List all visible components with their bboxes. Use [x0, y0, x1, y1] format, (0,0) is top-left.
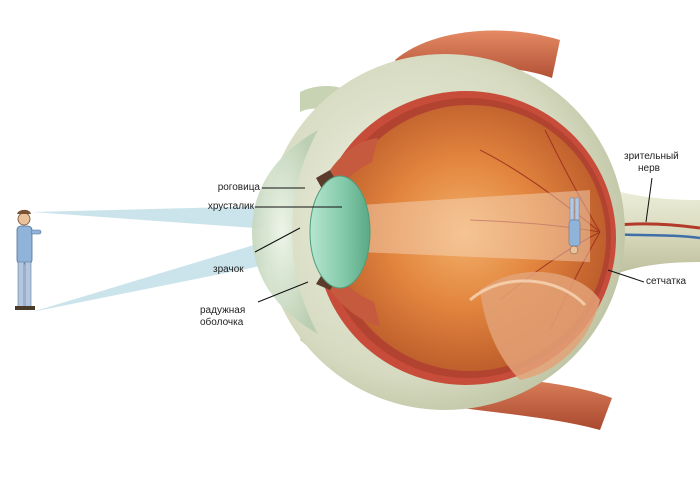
leader-retina [607, 269, 645, 283]
leader-optic-nerve [645, 177, 653, 223]
leader-lines [254, 177, 653, 303]
label-optic-nerve-line2: нерв [638, 163, 660, 174]
cutaway-edge [469, 279, 587, 307]
leader-pupil [254, 227, 301, 253]
leader-iris [257, 281, 309, 303]
label-optic-nerve-line1: зрительный [624, 151, 679, 162]
label-cornea: роговица [217, 182, 260, 193]
inverted-person-figure-icon [568, 197, 581, 255]
ciliary-body-lower [330, 276, 380, 326]
cutaway-wall [480, 271, 600, 380]
light-beam-upper [32, 205, 310, 232]
light-beam-inner [360, 190, 590, 262]
ciliary-body-upper [330, 138, 378, 188]
lens-shape [309, 175, 371, 289]
optic-nerve-shape [600, 186, 700, 280]
label-iris-line2: оболочка [200, 317, 244, 328]
cornea-shape [252, 130, 318, 334]
label-lens: хрусталик [207, 201, 254, 212]
light-beam-lower [32, 228, 310, 312]
label-pupil: зрачок [213, 264, 244, 275]
label-retina: сетчатка [646, 276, 687, 287]
person-figure-icon [15, 209, 42, 310]
label-iris-line1: радужная [200, 305, 246, 316]
